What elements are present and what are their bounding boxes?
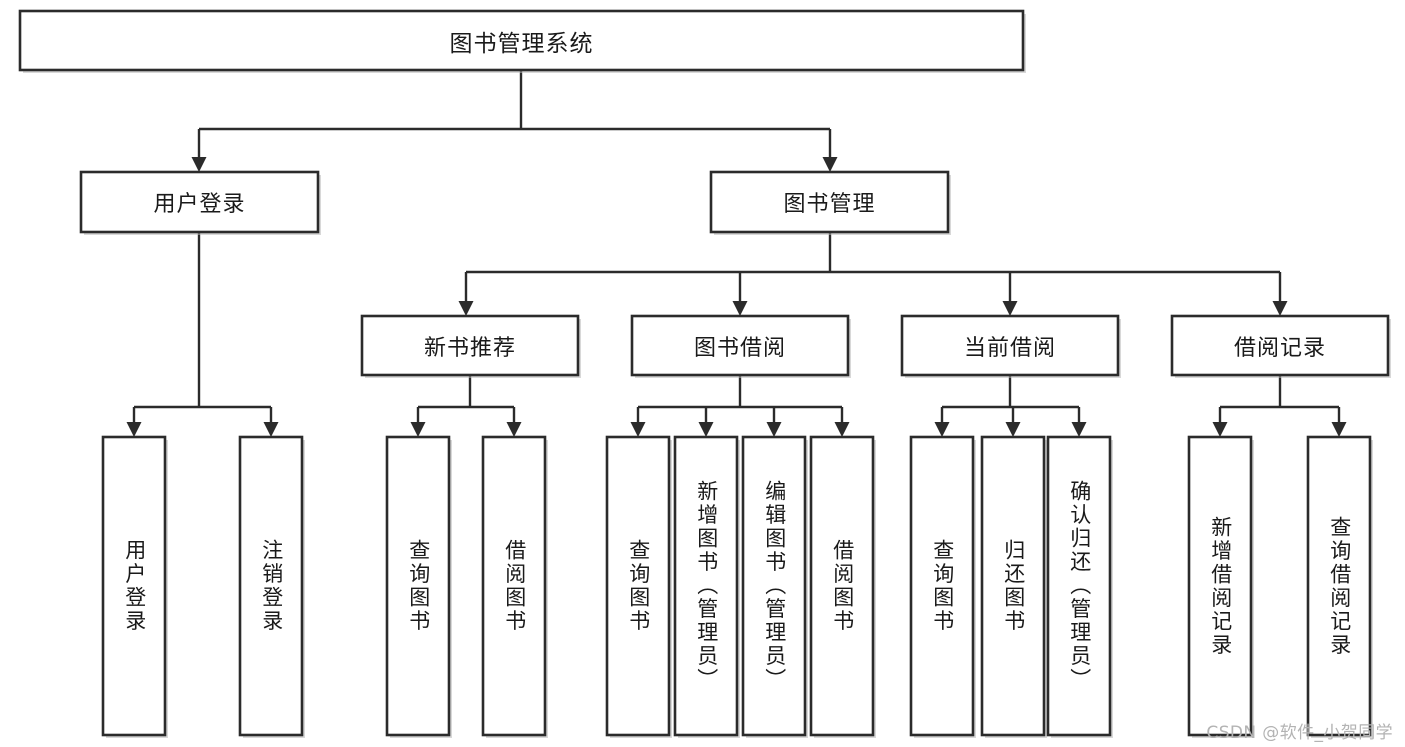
node-box[interactable] [980,435,1046,737]
connector-arrow-head [263,422,279,437]
connector-arrow-head [732,301,748,316]
node-box[interactable] [1046,435,1112,737]
node-box[interactable] [1170,314,1390,377]
node-leaf-leaf-query-borrow-record[interactable] [1306,435,1373,738]
connector-arrow-head [834,422,850,437]
connector-arrow-head [630,422,646,437]
connector-arrow-head [1212,422,1228,437]
connector-arrow-head [822,157,838,172]
node-leaf-leaf-logout-login[interactable] [238,435,305,738]
node-box[interactable] [1187,435,1253,737]
node-leaf-leaf-query-book-rec[interactable] [385,435,452,738]
node-submodule-new-book-recommend[interactable] [360,314,581,378]
node-box[interactable] [360,314,580,377]
node-box[interactable] [630,314,850,377]
connector-arrow-head [698,422,714,437]
node-box[interactable] [101,435,167,737]
node-box[interactable] [809,435,875,737]
node-submodule-book-borrow[interactable] [630,314,851,378]
node-leaf-leaf-edit-book[interactable] [741,435,808,738]
node-leaf-leaf-user-login[interactable] [101,435,168,738]
node-submodule-current-borrow[interactable] [900,314,1121,378]
connector-arrow-head [766,422,782,437]
connector-arrow-head [934,422,950,437]
node-leaf-leaf-borrow-book[interactable] [809,435,876,738]
node-box[interactable] [673,435,739,737]
node-box[interactable] [481,435,547,737]
node-leaf-leaf-query-book-current[interactable] [909,435,976,738]
connector-arrow-head [191,157,207,172]
node-box-layer [18,9,1391,738]
node-box[interactable] [741,435,807,737]
node-module-user-login[interactable] [79,170,321,235]
connector-arrow-head [1071,422,1087,437]
node-box[interactable] [909,435,975,737]
node-leaf-leaf-query-book-borrow[interactable] [605,435,672,738]
node-leaf-leaf-confirm-return[interactable] [1046,435,1113,738]
node-box[interactable] [18,9,1025,72]
node-box[interactable] [385,435,451,737]
connector-arrow-head [458,301,474,316]
node-leaf-leaf-return-book[interactable] [980,435,1047,738]
connector-arrow-head [1005,422,1021,437]
node-box[interactable] [238,435,304,737]
node-leaf-leaf-add-book[interactable] [673,435,740,738]
node-submodule-borrow-record[interactable] [1170,314,1391,378]
node-leaf-leaf-add-borrow-record[interactable] [1187,435,1254,738]
connector-arrow-head [1272,301,1288,316]
node-box[interactable] [79,170,320,234]
node-box[interactable] [1306,435,1372,737]
connector-arrow-head [1331,422,1347,437]
node-leaf-leaf-borrow-book-rec[interactable] [481,435,548,738]
csdn-watermark: CSDN @软件_小贺同学 [1206,723,1393,743]
node-box[interactable] [709,170,950,234]
connector-arrow-head [506,422,522,437]
node-box[interactable] [900,314,1120,377]
node-module-book-manage[interactable] [709,170,951,235]
connector-layer [126,70,1347,437]
node-root-root[interactable] [18,9,1026,73]
node-box[interactable] [605,435,671,737]
connector-arrow-head [126,422,142,437]
connector-arrow-head [1002,301,1018,316]
connector-arrow-head [410,422,426,437]
